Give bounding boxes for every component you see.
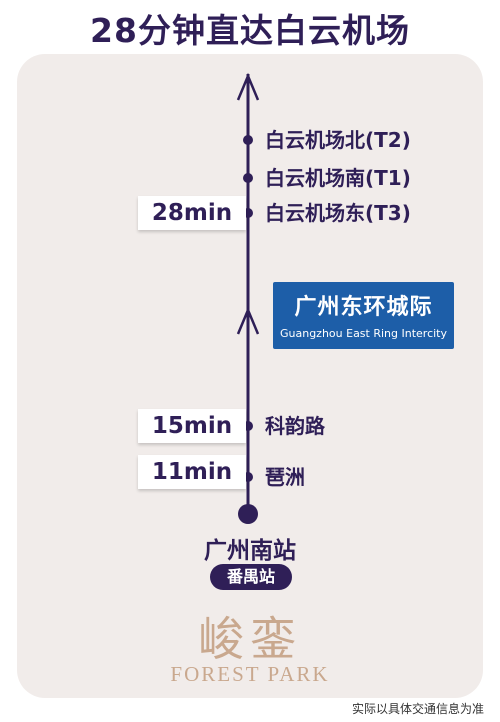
page-title: 28分钟直达白云机场 (90, 11, 410, 50)
station-dot-t2 (243, 135, 253, 145)
station-label-t3: 白云机场东(T3) (265, 201, 411, 225)
route-card (17, 54, 483, 698)
station-label-pazhou: 琶洲 (265, 465, 305, 489)
travel-time-pazhou: 11min (138, 455, 246, 489)
station-dot-t1 (243, 173, 253, 183)
brand-logo-cn: 峻銮 (198, 612, 302, 666)
district-badge: 番禺站 (210, 564, 292, 590)
origin-station: 广州南站 (204, 538, 296, 564)
line-badge: 广州东环城际 Guangzhou East Ring Intercity (273, 282, 454, 349)
brand-logo-en: FOREST PARK (170, 662, 330, 686)
station-label-t2: 白云机场北(T2) (265, 128, 411, 152)
disclaimer-text: 实际以具体交通信息为准 (351, 702, 484, 716)
station-label-t1: 白云机场南(T1) (265, 166, 411, 190)
line-name-cn: 广州东环城际 (294, 295, 433, 320)
travel-time-keyunlu: 15min (138, 409, 246, 443)
station-label-keyunlu: 科韵路 (265, 414, 325, 438)
line-name-en: Guangzhou East Ring Intercity (279, 327, 448, 340)
travel-time-t3: 28min (138, 196, 246, 230)
arrow-up-icon (236, 72, 260, 101)
station-dot-origin (238, 504, 258, 524)
arrow-up-icon (236, 306, 260, 335)
